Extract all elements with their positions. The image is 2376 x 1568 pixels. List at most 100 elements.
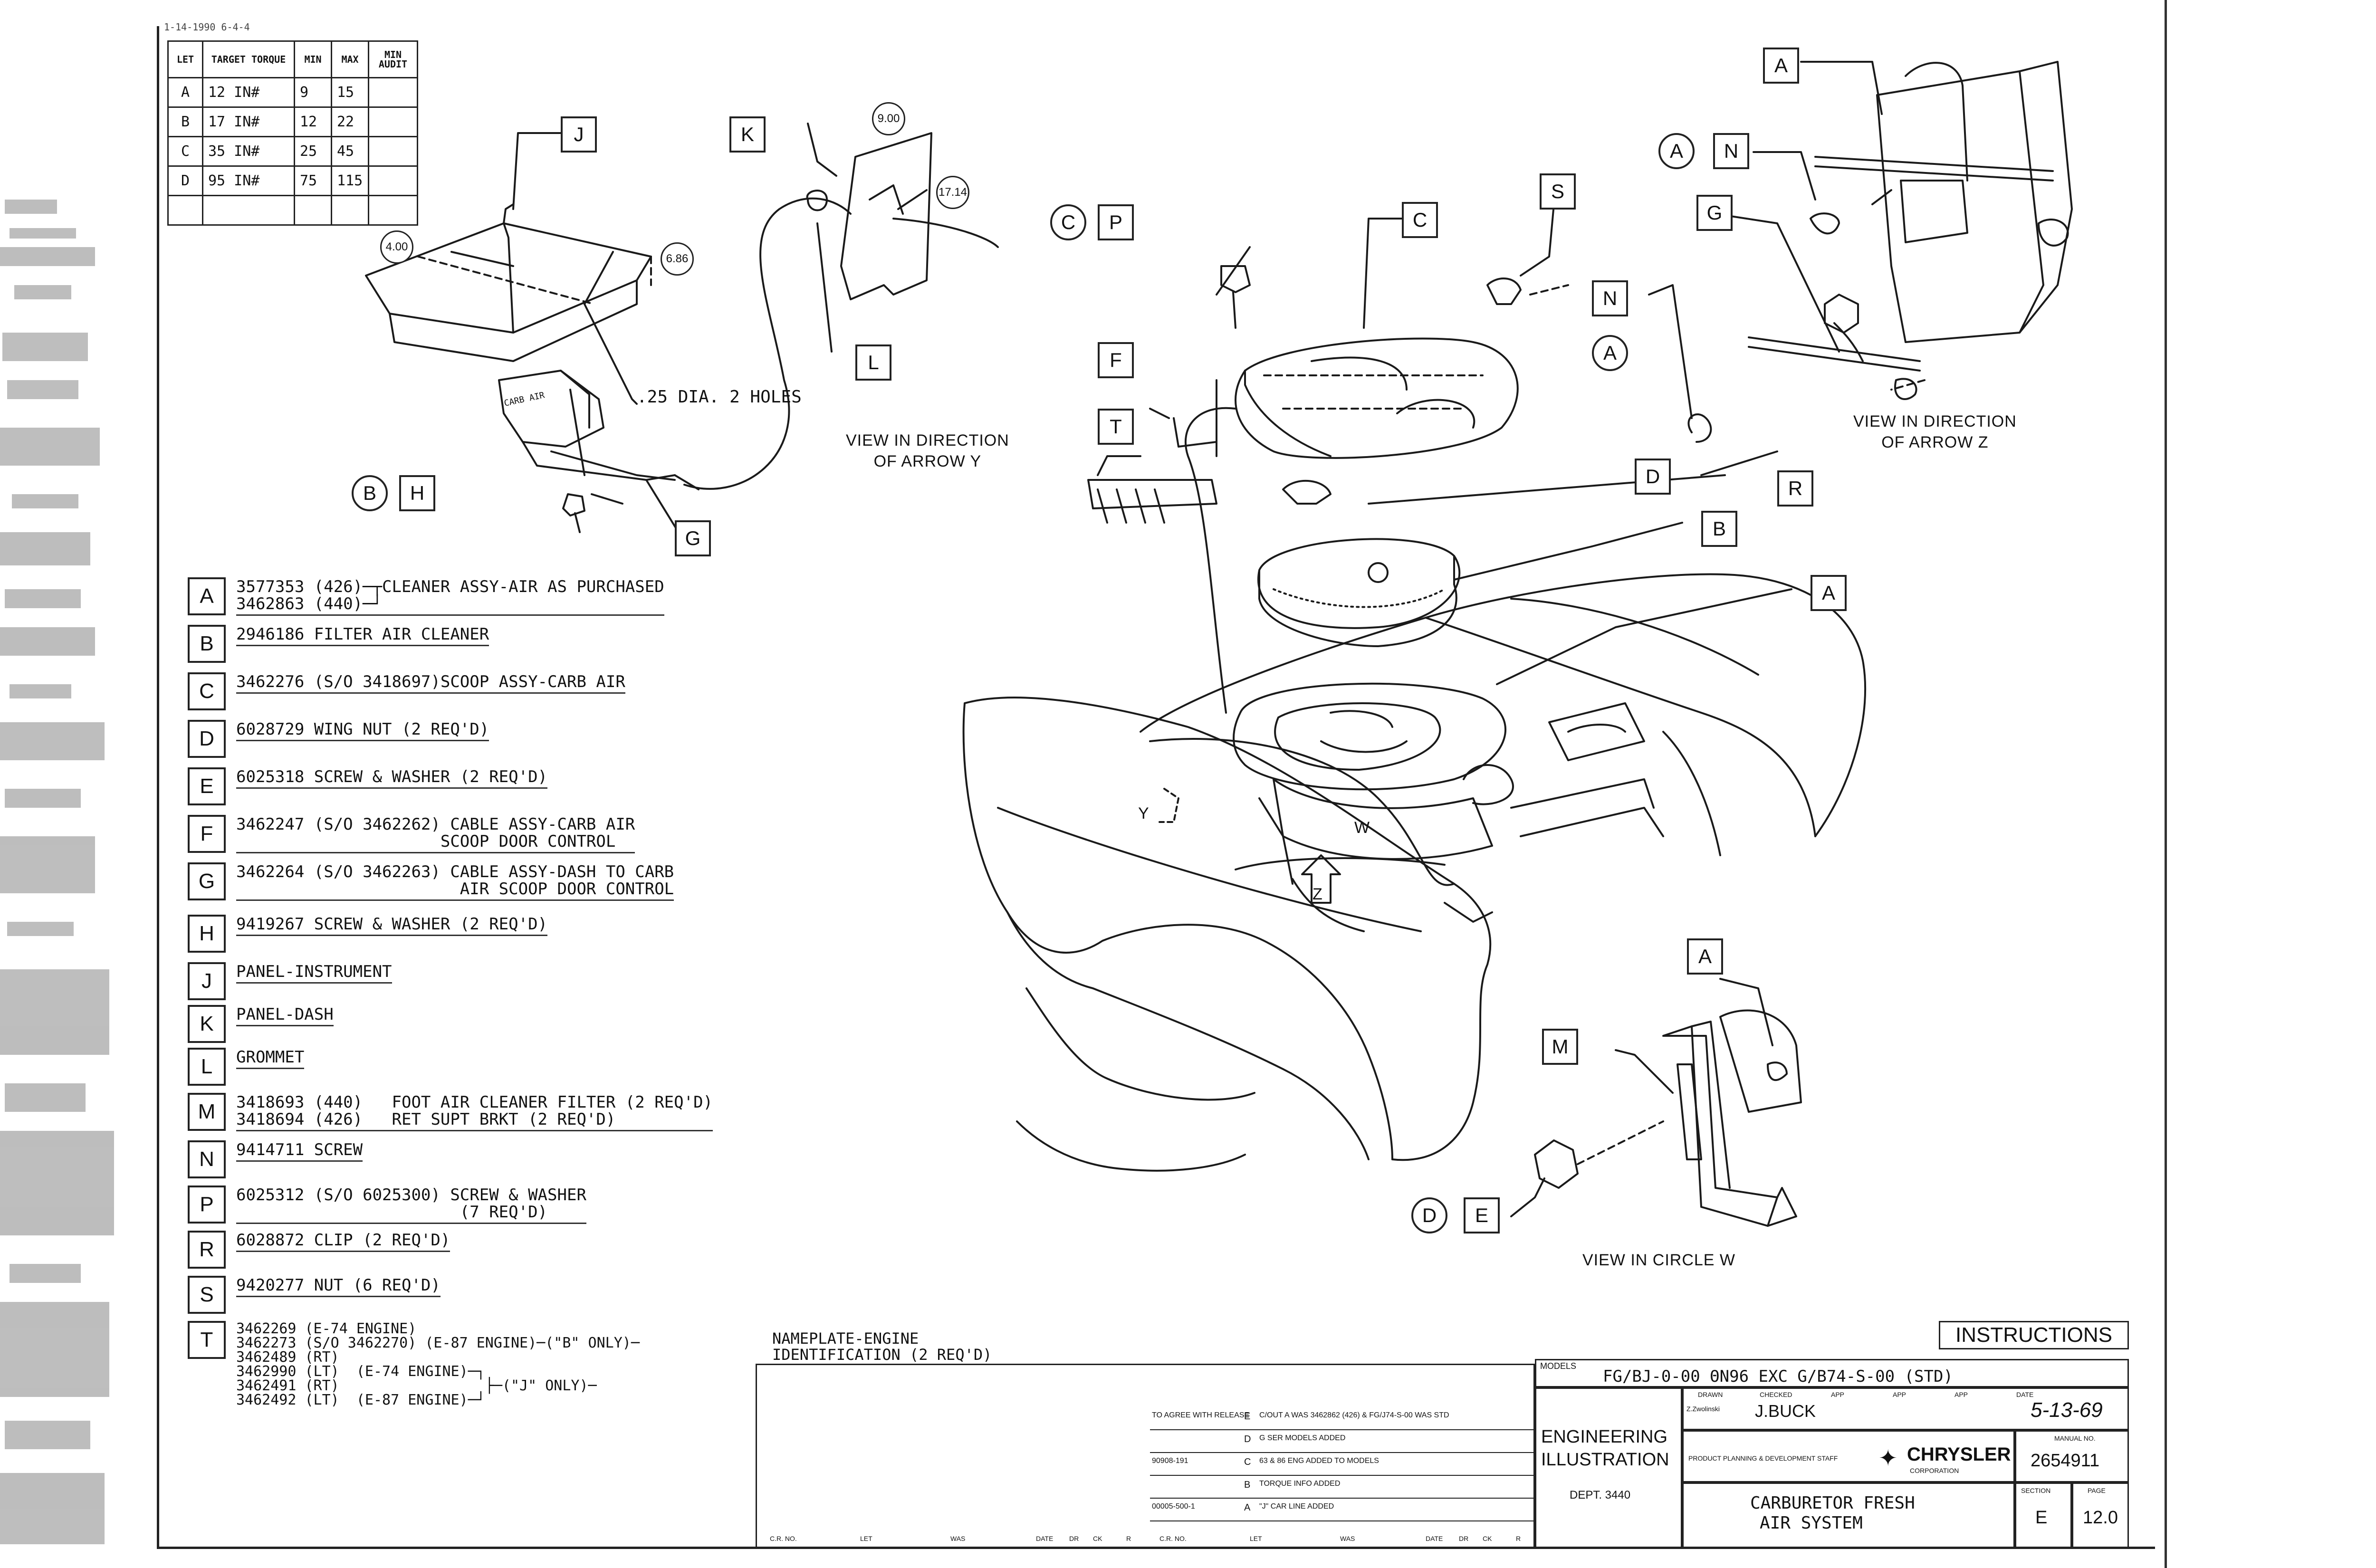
drawing-title-block: CARBURETOR FRESH AIR SYSTEM: [1682, 1482, 2015, 1549]
dimension-4-00: 4.00: [380, 230, 413, 264]
callout-h: H: [399, 475, 435, 511]
company-sub: CORPORATION: [1910, 1467, 1959, 1474]
page-block: PAGE 12.0: [2072, 1482, 2129, 1549]
target-cell: 17 IN#: [202, 106, 295, 137]
callout-p: P: [1098, 204, 1134, 240]
legend-line: 6028872 CLIP (2 REQ'D): [236, 1231, 450, 1250]
revision-was: C/OUT A WAS 3462862 (426) & FG/J74-S-00 …: [1259, 1411, 1449, 1419]
callout-e: E: [1464, 1197, 1500, 1233]
callout-d-circle: D: [1411, 1197, 1447, 1233]
nameplate-bracket: [1087, 479, 1217, 509]
callout-f: F: [1098, 342, 1134, 378]
legend-description: 6025318 SCREW & WASHER (2 REQ'D): [236, 768, 548, 789]
drawn-value: Z.Zwolinski: [1686, 1405, 1720, 1413]
revision-letter: A: [1244, 1502, 1251, 1513]
footer-column-label: C.R. NO.: [770, 1535, 797, 1542]
dept-number: DEPT. 3440: [1570, 1489, 1631, 1501]
holes-note: .25 DIA. 2 HOLES: [637, 387, 802, 407]
legend-line: PANEL-INSTRUMENT: [236, 962, 392, 981]
legend-line: 3462264 (S/O 3462263) CABLE ASSY-DASH TO…: [236, 862, 674, 881]
view-z-line-2: OF ARROW Z: [1881, 433, 1989, 451]
legend-letter-box: K: [188, 1005, 226, 1043]
section-label: SECTION: [2021, 1487, 2051, 1494]
legend-description: 3462276 (S/O 3418697)SCOOP ASSY-CARB AIR: [236, 673, 625, 694]
view-z-line-1: VIEW IN DIRECTION: [1853, 412, 2017, 430]
legend-line: 6028729 WING NUT (2 REQ'D): [236, 720, 489, 739]
legend-line: 3462492 (LT) (E-87 ENGINE)─┘: [236, 1392, 485, 1408]
section-block: SECTION E: [2015, 1482, 2072, 1549]
legend-line: 2946186 FILTER AIR CLEANER: [236, 625, 489, 644]
dept-title-1: ENGINEERING: [1541, 1427, 1668, 1447]
legend-line: 6025312 (S/O 6025300) SCREW & WASHER: [236, 1186, 586, 1205]
max-cell: 115: [331, 165, 369, 196]
legend-letter-box: H: [188, 915, 226, 953]
legend-letter-box: A: [188, 577, 226, 615]
scan-edge-artifact: [0, 200, 114, 1544]
footer-column-label: R: [1516, 1535, 1521, 1542]
legend-letter-box: F: [188, 815, 226, 853]
page-value: 12.0: [2083, 1508, 2118, 1528]
date-label: DATE: [2016, 1391, 2034, 1398]
revision-cr: 90908-191: [1152, 1457, 1188, 1465]
callout-c-box: C: [1402, 202, 1438, 238]
legend-line: 3462273 (S/O 3462270) (E-87 ENGINE)─("B"…: [236, 1335, 640, 1351]
legend-item: K PANEL-DASH: [188, 1005, 334, 1043]
max-cell: 45: [331, 136, 369, 167]
legend-line: PANEL-DASH: [236, 1005, 334, 1024]
footer-column-label: DR: [1459, 1535, 1469, 1542]
callout-l: L: [855, 344, 891, 381]
legend-description: PANEL-DASH: [236, 1006, 334, 1026]
legend-description: 9420277 NUT (6 REQ'D): [236, 1277, 441, 1297]
engine-block: [1273, 778, 1493, 860]
screw-h-drawing: [562, 493, 585, 516]
legend-line: GROMMET: [236, 1048, 305, 1067]
legend-line: 3462489 (RT): [236, 1349, 339, 1366]
legend-description: 9419267 SCREW & WASHER (2 REQ'D): [236, 916, 548, 936]
t-nameplate-line-1: NAMEPLATE-ENGINE: [772, 1329, 919, 1348]
footer-column-label: DR: [1069, 1535, 1079, 1542]
revision-letter: D: [1244, 1434, 1251, 1444]
legend-line: 9420277 NUT (6 REQ'D): [236, 1276, 441, 1295]
legend-letter-box: C: [188, 672, 226, 710]
manual-block: MANUAL NO. 2654911: [2015, 1430, 2129, 1482]
callout-a-circle-top: A: [1658, 133, 1695, 169]
view-circle-w-label: VIEW IN CIRCLE W: [1582, 1251, 1736, 1269]
legend-letter-box: N: [188, 1140, 226, 1178]
t-nameplate-note: NAMEPLATE-ENGINE IDENTIFICATION (2 REQ'D…: [772, 1330, 992, 1363]
min-cell: [294, 195, 332, 226]
let-cell: B: [167, 106, 203, 137]
max-cell: 22: [331, 106, 369, 137]
footer-column-label: LET: [860, 1535, 872, 1542]
callout-d-box: D: [1635, 459, 1671, 495]
callout-a-circle-right: A: [1592, 335, 1628, 371]
audit-cell: [368, 165, 418, 196]
legend-line: SCOOP DOOR CONTROL: [236, 832, 616, 851]
view-arrow-z-label: VIEW IN DIRECTION OF ARROW Z: [1853, 411, 2017, 453]
pentastar-icon: ✦: [1878, 1446, 1898, 1471]
sheet-edge: [2165, 0, 2167, 1568]
min-cell: 9: [294, 77, 332, 108]
legend-letter-box: B: [188, 625, 226, 663]
date-value: 5-13-69: [2031, 1398, 2103, 1422]
footer-column-label: DATE: [1426, 1535, 1443, 1542]
footer-column-label: CK: [1093, 1535, 1102, 1542]
arrow-w-marker: W: [1354, 819, 1370, 837]
dimension-17-14: 17.14: [936, 176, 969, 209]
section-value: E: [2035, 1508, 2048, 1528]
legend-description: 3418693 (440) FOOT AIR CLEANER FILTER (2…: [236, 1094, 713, 1131]
revision-letter: C: [1244, 1457, 1251, 1467]
callout-m: M: [1542, 1029, 1578, 1065]
revision-was: "J" CAR LINE ADDED: [1259, 1502, 1334, 1511]
models-block: MODELS FG/BJ-0-00 ΘN96 EXC G/B74-S-00 (S…: [1535, 1359, 2129, 1387]
min-cell: 75: [294, 165, 332, 196]
